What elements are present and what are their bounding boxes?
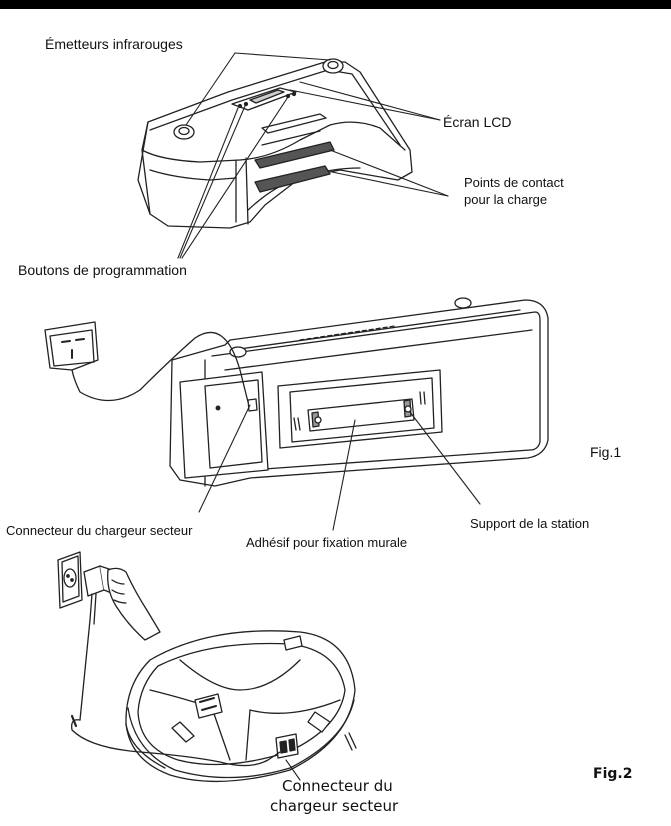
label-fig2: Fig.2 [593, 766, 633, 782]
charger-cable-fig2 [70, 593, 281, 767]
label-lcd-screen: Écran LCD [443, 114, 512, 130]
label-wall-adhesive: Adhésif pour fixation murale [246, 535, 408, 550]
station-back-illustration [169, 297, 549, 487]
leader-line-fig2 [285, 759, 301, 781]
robot-vacuum-illustration [125, 630, 357, 783]
label-robot-connector-2: chargeur secteur [270, 797, 399, 815]
label-infrared-emitters: Émetteurs infrarouges [45, 36, 183, 52]
label-programming-buttons: Boutons de programmation [18, 262, 187, 278]
label-fig1: Fig.1 [590, 444, 622, 460]
station-front-illustration [137, 58, 413, 229]
label-contact-points-1: Points de contact [464, 175, 564, 190]
label-robot-connector-1: Connecteur du [282, 777, 393, 795]
leader-lines-bottom [198, 404, 481, 531]
leader-lines-top [177, 52, 449, 259]
top-border-bar [0, 0, 671, 9]
hand-illustration [107, 567, 161, 641]
label-contact-points-2: pour la charge [464, 192, 548, 207]
ac-adapter-illustration [44, 321, 249, 403]
label-station-support: Support de la station [470, 516, 590, 531]
wall-socket-illustration [57, 551, 115, 609]
label-ac-connector: Connecteur du chargeur secteur [6, 523, 193, 538]
